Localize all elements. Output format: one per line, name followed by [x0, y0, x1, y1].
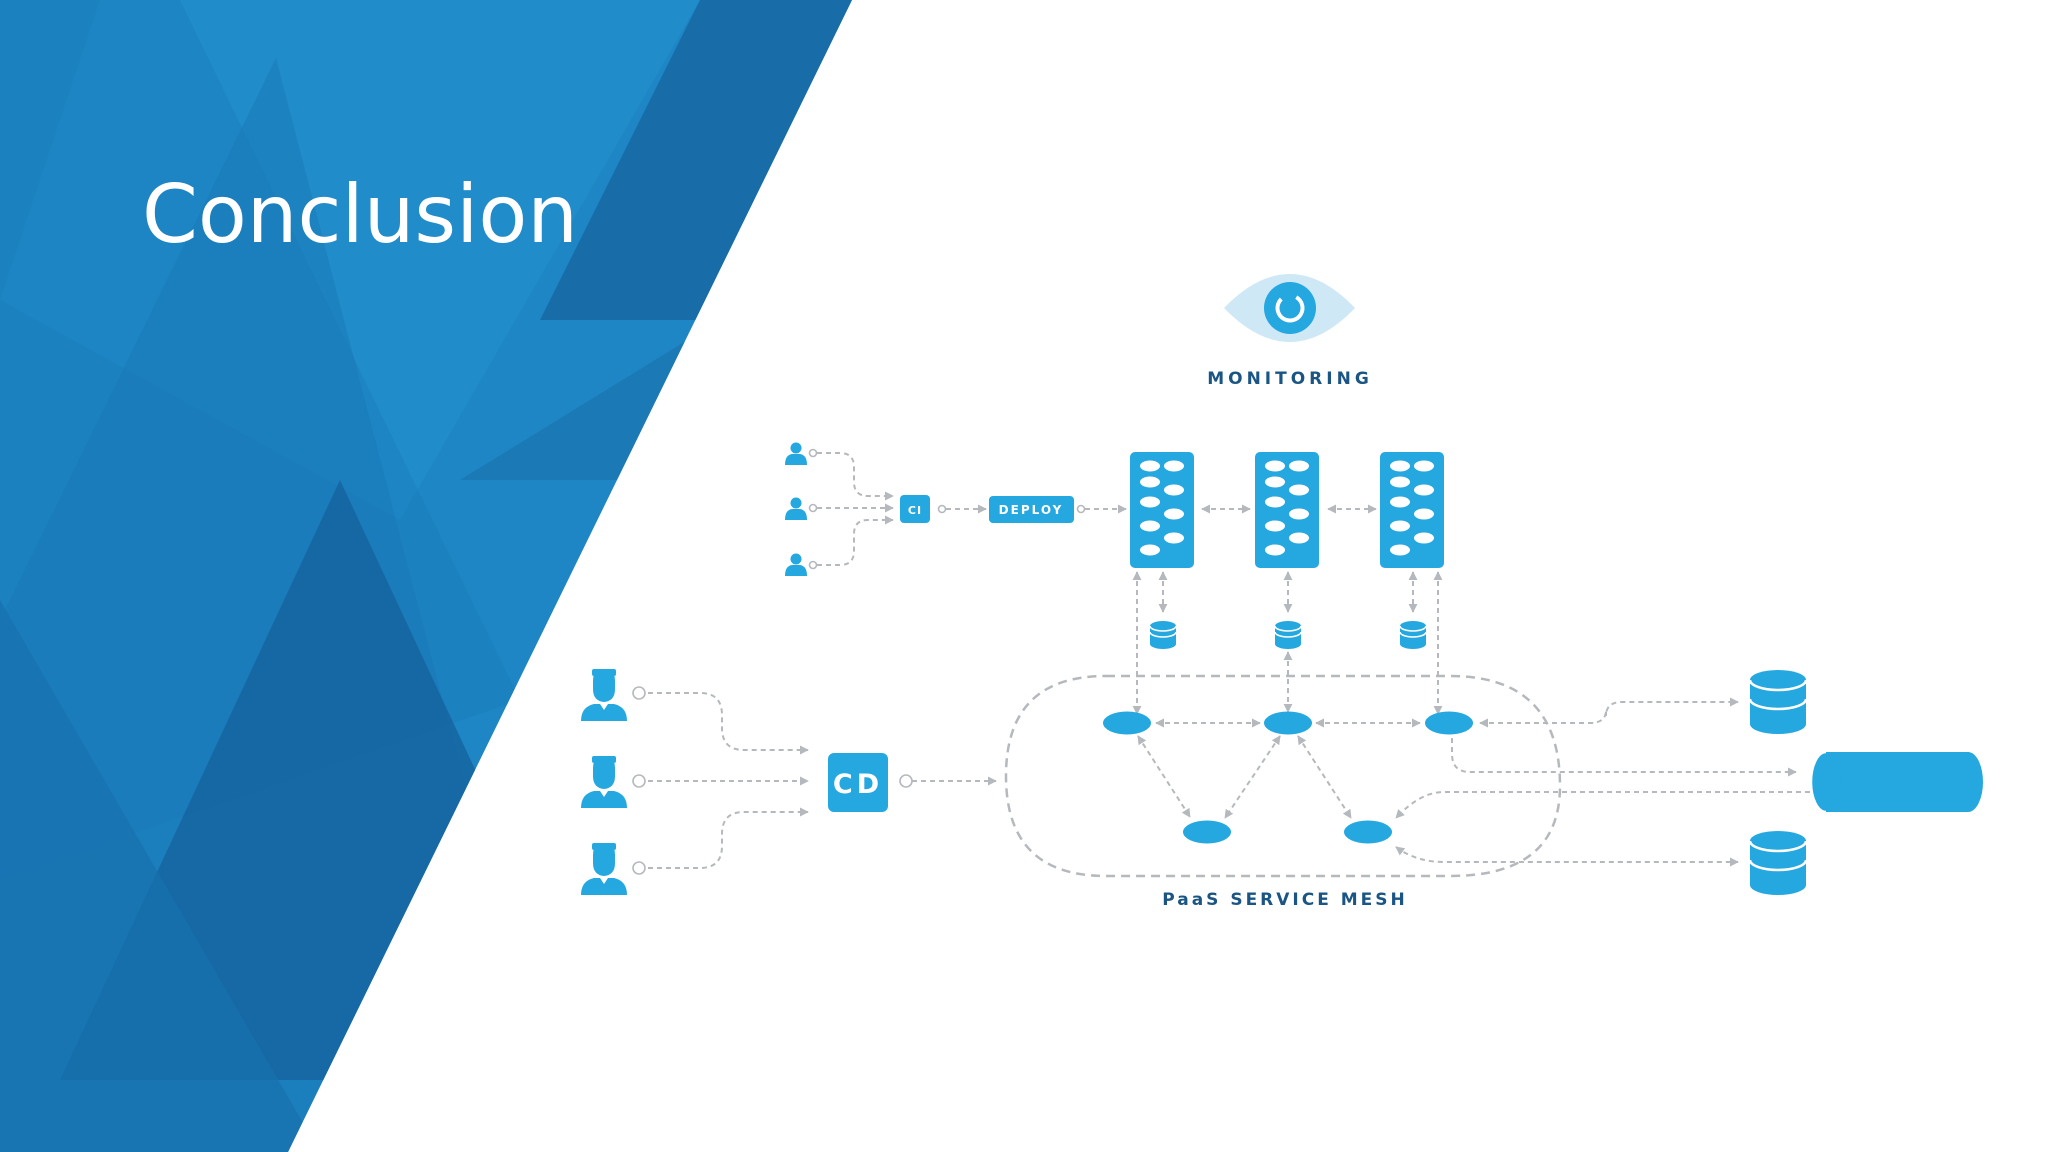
deploy-node: DEPLOY [989, 496, 1074, 523]
mesh-node [1103, 711, 1151, 735]
database-icon [1399, 620, 1427, 650]
person-icon [785, 442, 807, 465]
ci-node: CI [900, 495, 930, 523]
cd-node: CD [828, 753, 888, 812]
person-icon [581, 669, 627, 721]
database-icon [1149, 620, 1177, 650]
mesh-node [1264, 711, 1312, 735]
server-rack-icon [1380, 452, 1444, 568]
database-icon [1748, 668, 1808, 736]
monitoring-label: MONITORING [1207, 369, 1373, 389]
database-icon [1748, 829, 1808, 897]
service-mesh-boundary [1004, 674, 1562, 878]
connector-anchors [632, 448, 1086, 875]
person-icon [785, 553, 807, 576]
cd-label: CD [833, 769, 883, 800]
mesh-label: PaaS SERVICE MESH [1162, 890, 1408, 910]
message-queue-icon [1809, 750, 1983, 814]
background-panel [0, 0, 852, 1152]
person-icon [785, 497, 807, 520]
server-rack-icon [1130, 452, 1194, 568]
eye-icon [1224, 274, 1355, 342]
mesh-nodes [1103, 711, 1473, 844]
deploy-label: DEPLOY [999, 503, 1064, 517]
person-icon [581, 756, 627, 808]
mesh-node [1425, 711, 1473, 735]
mesh-node [1183, 820, 1231, 844]
slide-title: Conclusion [142, 168, 578, 261]
database-icon [1274, 620, 1302, 650]
person-icon [581, 843, 627, 895]
ci-label: CI [908, 504, 922, 517]
connectors [648, 452, 1810, 869]
mesh-node [1344, 820, 1392, 844]
server-rack-icon [1255, 452, 1319, 568]
